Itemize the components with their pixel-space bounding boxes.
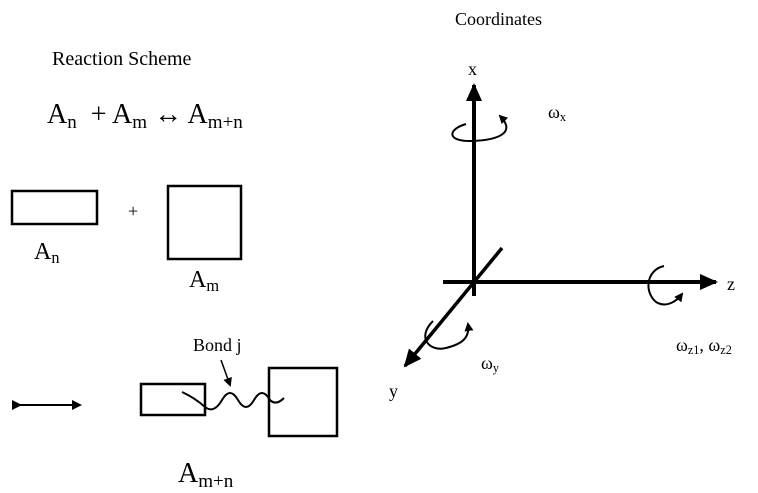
bond-j-label: Bond j xyxy=(193,335,242,355)
block-a-n xyxy=(10,189,99,226)
rotation-arrow-x xyxy=(451,114,509,143)
plus-sign: + xyxy=(128,201,139,221)
block-a-m-label: Am xyxy=(189,267,220,296)
y-axis-label: y xyxy=(389,381,398,401)
block-a-n-label: An xyxy=(34,239,60,268)
bond-spring xyxy=(181,391,285,411)
omega-y-label: ωy xyxy=(481,353,499,376)
rotation-arrow-z xyxy=(647,265,684,306)
coordinates-title: Coordinates xyxy=(455,9,542,29)
eq-term-a-mn: Am+n xyxy=(187,99,243,133)
rotation-arrow-y xyxy=(424,320,474,350)
y-axis xyxy=(403,246,504,368)
product-block-m xyxy=(267,366,339,438)
z-axis-label: z xyxy=(727,274,735,294)
eq-term-a-m: Am xyxy=(112,99,148,133)
omega-z-label: ωz1, ωz2 xyxy=(676,335,732,358)
eq-reversible-arrow: ↔ xyxy=(154,99,183,130)
block-a-m xyxy=(166,184,243,261)
bond-pointer-arrow xyxy=(220,359,232,387)
reaction-equation: An + Am ↔ Am+n xyxy=(47,101,243,132)
product-label: Am+n xyxy=(178,458,234,492)
x-axis-label: x xyxy=(468,59,477,79)
omega-x-label: ωx xyxy=(548,102,566,125)
eq-plus: + xyxy=(90,99,107,130)
product-block-n xyxy=(139,382,207,417)
reaction-scheme-title: Reaction Scheme xyxy=(52,48,192,70)
eq-term-a-n: An xyxy=(47,99,77,133)
